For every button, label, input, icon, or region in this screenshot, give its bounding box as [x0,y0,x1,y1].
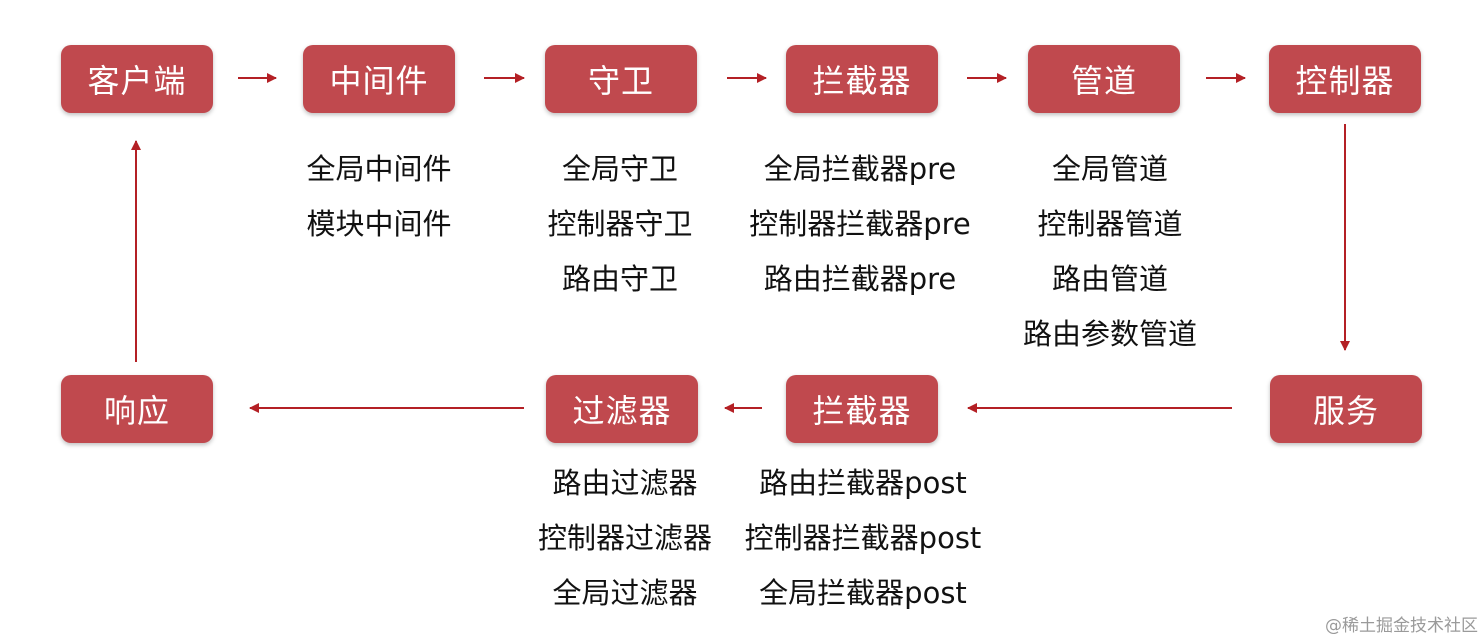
watermark: @稀土掘金技术社区 [1325,616,1478,636]
detail-item: 模块中间件 [306,207,452,241]
node-service: 服务 [1270,375,1422,443]
detail-item: 控制器拦截器post [744,521,982,555]
detail-item: 路由拦截器pre [763,262,957,296]
detail-item: 控制器过滤器 [537,521,712,555]
detail-item: 控制器拦截器pre [749,207,971,241]
filter-details: 路由过滤器 控制器过滤器 全局过滤器 [522,456,728,621]
detail-item: 全局拦截器post [759,576,967,610]
node-guard: 守卫 [545,45,697,113]
detail-item: 路由管道 [1051,262,1168,296]
node-middleware: 中间件 [303,45,455,113]
detail-item: 全局中间件 [306,152,452,186]
detail-item: 全局守卫 [561,152,678,186]
interceptor-pre-details: 全局拦截器pre 控制器拦截器pre 路由拦截器pre [732,142,988,307]
detail-item: 控制器管道 [1037,207,1183,241]
node-interceptor-post: 拦截器 [786,375,938,443]
node-interceptor-pre: 拦截器 [786,45,938,113]
middleware-details: 全局中间件 模块中间件 [279,142,479,252]
detail-item: 全局管道 [1051,152,1168,186]
node-filter: 过滤器 [546,375,698,443]
detail-item: 路由参数管道 [1022,317,1197,351]
node-pipe: 管道 [1028,45,1180,113]
detail-item: 全局拦截器pre [763,152,957,186]
node-response: 响应 [61,375,213,443]
guard-details: 全局守卫 控制器守卫 路由守卫 [520,142,720,307]
node-controller: 控制器 [1269,45,1421,113]
pipe-details: 全局管道 控制器管道 路由管道 路由参数管道 [1005,142,1215,362]
interceptor-post-details: 路由拦截器post 控制器拦截器post 全局拦截器post [732,456,994,621]
node-client: 客户端 [61,45,213,113]
detail-item: 路由守卫 [561,262,678,296]
detail-item: 路由拦截器post [759,466,967,500]
detail-item: 控制器守卫 [547,207,693,241]
detail-item: 全局过滤器 [552,576,698,610]
detail-item: 路由过滤器 [552,466,698,500]
